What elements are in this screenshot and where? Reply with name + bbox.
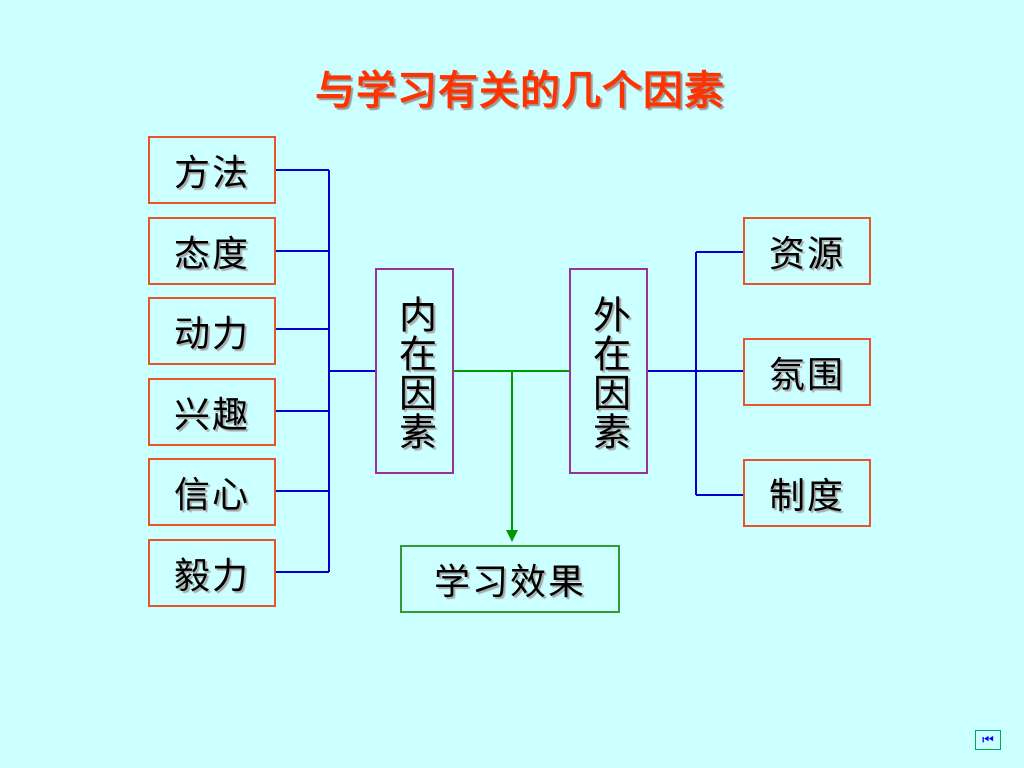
factor-box-atmosphere: 氛围 [743,338,871,406]
factor-label: 资源 [768,234,845,275]
factor-box-interest: 兴趣 [148,378,276,446]
factor-box-system: 制度 [743,459,871,527]
factor-label: 毅力 [173,556,250,597]
external-factors-label: 外在因素 [586,295,631,451]
factor-box-perseverance: 毅力 [148,539,276,607]
external-factors-box: 外在因素 [569,268,648,474]
internal-factors-label: 内在因素 [392,295,437,451]
factor-box-method: 方法 [148,136,276,204]
factor-label: 兴趣 [173,395,250,436]
factor-label: 信心 [173,475,250,516]
factor-box-confidence: 信心 [148,458,276,526]
internal-factors-box: 内在因素 [375,268,454,474]
factor-box-resources: 资源 [743,217,871,285]
factor-label: 态度 [173,234,250,275]
first-page-icon: ⏮ [982,732,994,748]
learning-result-box: 学习效果 [400,545,620,613]
factor-label: 动力 [173,314,250,355]
page-title: 与学习有关的几个因素 [315,68,725,114]
factor-label: 方法 [173,153,250,194]
learning-result-label: 学习效果 [433,562,586,603]
factor-label: 制度 [768,476,845,517]
factor-box-attitude: 态度 [148,217,276,285]
factor-label: 氛围 [768,355,845,396]
first-page-button[interactable]: ⏮ [975,730,1001,750]
factor-box-motivation: 动力 [148,297,276,365]
